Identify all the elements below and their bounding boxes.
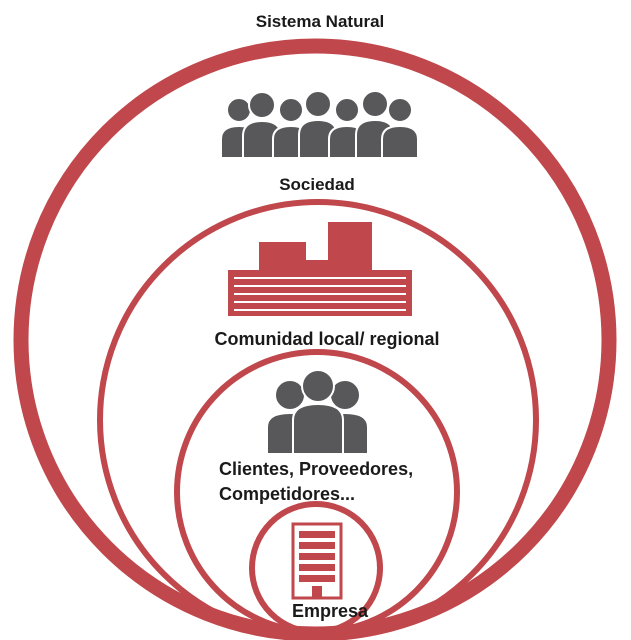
crowd-icon xyxy=(220,90,419,159)
label-comunidad: Comunidad local/ regional xyxy=(214,329,439,349)
ring-comunidad xyxy=(97,199,539,640)
label-clientes-line-2: Competidores... xyxy=(219,484,355,504)
label-empresa: Empresa xyxy=(292,601,369,621)
person-icon xyxy=(381,97,419,159)
factory-roof-shape xyxy=(259,222,372,270)
label-clientes-line-1: Clientes, Proveedores, xyxy=(219,459,413,479)
ring-empresa-circle xyxy=(249,501,383,635)
label-sistema-natural: Sistema Natural xyxy=(256,12,385,31)
ring-empresa xyxy=(249,501,383,635)
person-icon xyxy=(298,90,338,159)
person-icon xyxy=(292,369,344,455)
label-sociedad: Sociedad xyxy=(279,175,355,194)
office-tower-icon xyxy=(291,522,343,600)
tower-floors xyxy=(299,531,335,582)
factory-building-icon xyxy=(228,222,412,316)
factory-stripes xyxy=(234,277,406,311)
ring-comunidad-circle xyxy=(97,199,539,640)
stakeholders-group-icon xyxy=(266,369,369,455)
tower-door xyxy=(312,586,322,598)
